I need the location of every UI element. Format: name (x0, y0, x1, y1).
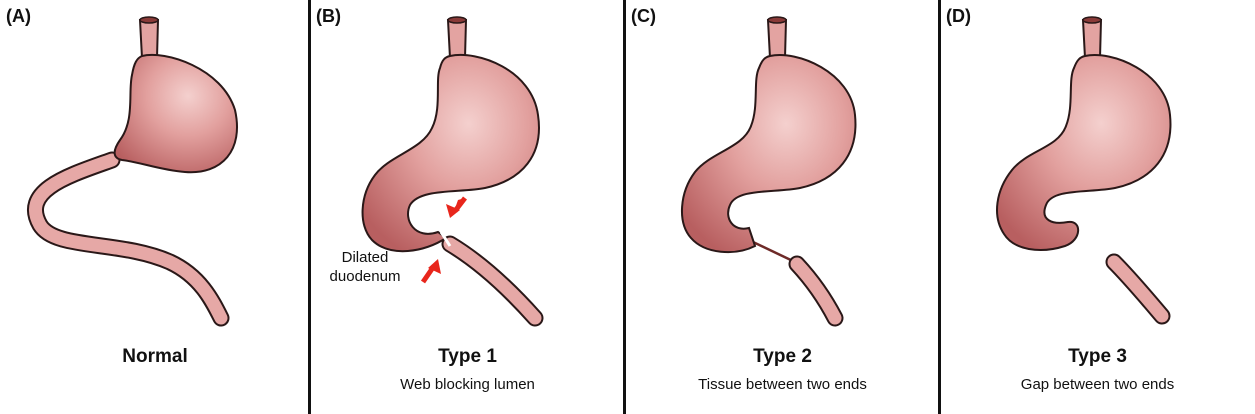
type-title: Type 2 (753, 346, 812, 367)
panel-label: (C) (631, 6, 656, 26)
type-title: Normal (122, 346, 188, 367)
panel-divider (938, 0, 941, 414)
type-description: Tissue between two ends (698, 376, 867, 393)
panel-label: (D) (946, 6, 971, 26)
normal-stomach-illustration (27, 16, 238, 327)
type-title: Type 3 (1068, 346, 1127, 367)
type2-stomach-illustration (680, 16, 857, 327)
panel-divider (623, 0, 626, 414)
panel-divider (308, 0, 311, 414)
panel-label: (A) (6, 6, 31, 26)
panel-type-1: (B) Dilated duodenum Type 1 Web blocking… (310, 0, 625, 414)
type3-stomach-illustration (996, 16, 1172, 325)
arrow-icon (420, 196, 467, 284)
panel-type-3: (D) Type 3 Gap between two ends (940, 0, 1255, 414)
type1-stomach-illustration (361, 16, 544, 327)
type-title: Type 1 (438, 346, 497, 367)
panel-normal: (A) Normal (0, 0, 310, 414)
dilated-duodenum-label: Dilated duodenum (329, 249, 401, 285)
panel-type-2: (C) Type 2 Tissue between two ends (625, 0, 940, 414)
panel-label: (B) (316, 6, 341, 26)
type-description: Gap between two ends (1020, 376, 1175, 393)
type-description: Web blocking lumen (400, 376, 535, 393)
